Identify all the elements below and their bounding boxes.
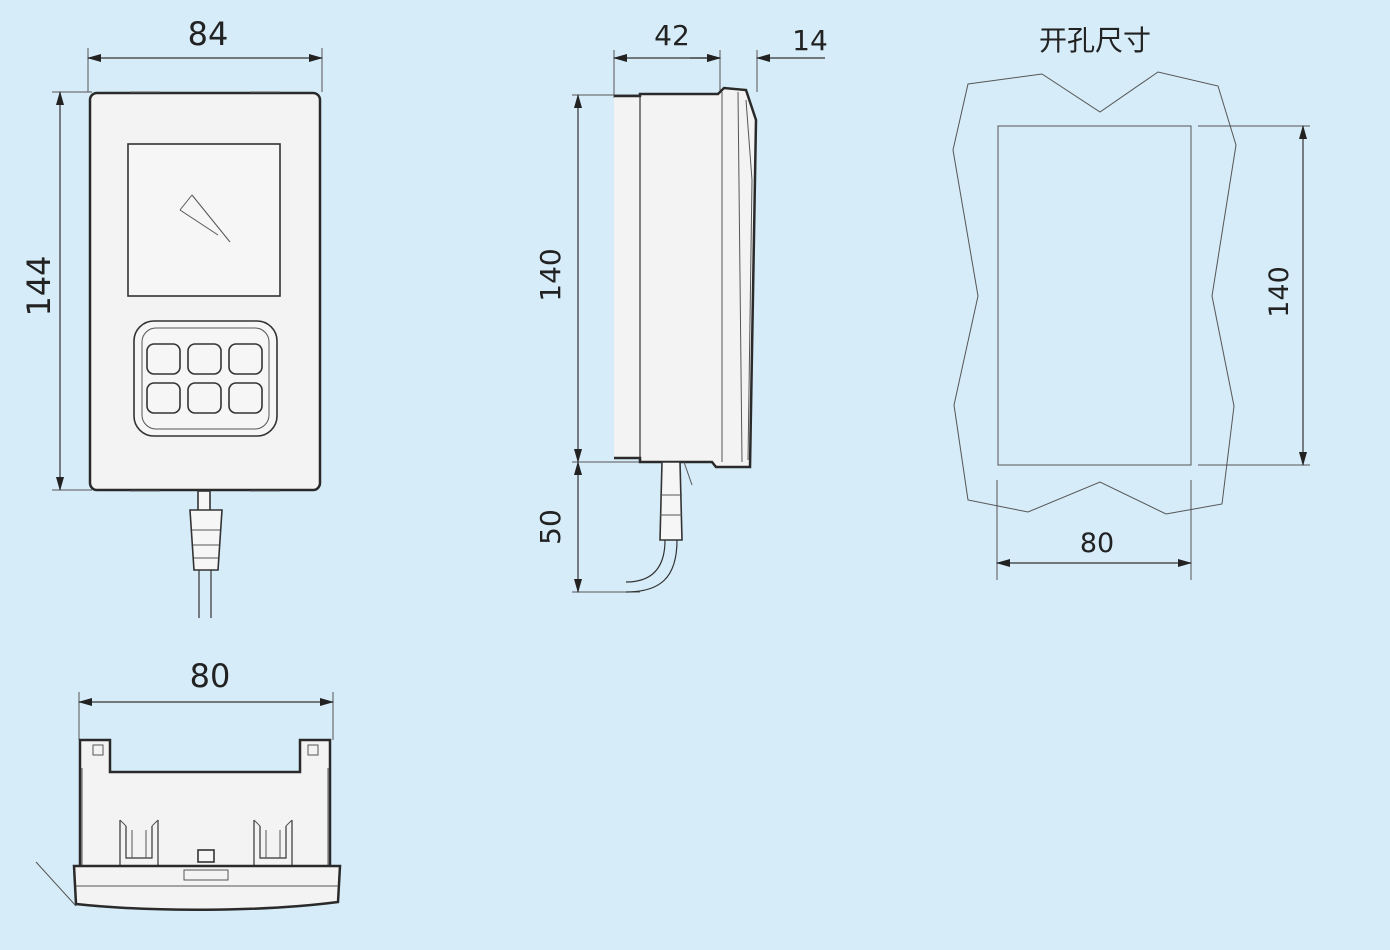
snap-clip-right	[253, 819, 293, 866]
key-1	[146, 343, 181, 375]
side-bezel-dimension: 14	[690, 24, 828, 92]
cutout-title: 开孔尺寸	[1039, 24, 1151, 57]
key-4	[146, 382, 181, 414]
cutout-height-dimension: 140	[1198, 125, 1310, 466]
key-6	[228, 382, 263, 414]
side-depth-label: 42	[654, 19, 690, 52]
side-height-label: 140	[534, 248, 567, 301]
key-2	[187, 343, 222, 375]
side-depth-dimension: 42	[613, 19, 721, 98]
side-view: 42 14 140 50	[534, 19, 828, 593]
keypad-keys	[146, 343, 263, 414]
key-3	[228, 343, 263, 375]
front-view: 84 144	[20, 15, 323, 618]
display-window	[127, 143, 281, 297]
bottom-bezel	[72, 864, 342, 912]
cable-port	[197, 849, 215, 863]
front-width-label: 84	[188, 15, 229, 53]
bottom-view: 80	[35, 657, 342, 912]
cutout-view: 开孔尺寸 140 80	[952, 24, 1310, 580]
key-5	[187, 382, 222, 414]
side-cable-dimension: 50	[534, 461, 640, 593]
cutout-height-label: 140	[1264, 266, 1295, 318]
side-cable-label: 50	[534, 509, 567, 545]
front-height-label: 144	[20, 255, 58, 316]
side-bezel-label: 14	[792, 24, 828, 57]
bottom-width-label: 80	[190, 657, 231, 695]
front-width-dimension: 84	[87, 15, 323, 92]
front-height-dimension: 144	[20, 91, 92, 491]
cutout-hole	[997, 125, 1192, 466]
cutout-width-label: 80	[1080, 528, 1114, 559]
front-cable	[189, 490, 223, 618]
bottom-width-dimension: 80	[78, 657, 334, 740]
snap-clip-left	[119, 819, 159, 866]
side-cable	[625, 461, 693, 593]
cutout-width-dimension: 80	[996, 480, 1192, 580]
side-height-dimension: 140	[534, 94, 640, 463]
keypad-frame	[133, 320, 278, 437]
device-side-body	[614, 86, 758, 469]
panel-break-outline	[952, 71, 1237, 515]
